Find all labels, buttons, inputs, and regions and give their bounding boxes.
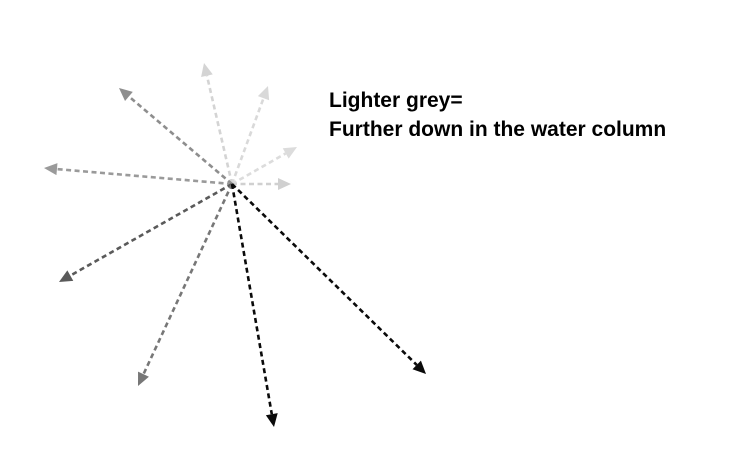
arrow-right [232,178,291,190]
arrow-up-left [119,88,233,185]
arrow-right-up-shaft [231,152,287,186]
arrow-down-left-steep [138,183,234,386]
arrow-right-head [278,178,291,190]
legend: Lighter grey= Further down in the water … [329,86,666,144]
arrow-right-up-head [282,147,297,159]
arrow-layer [44,63,426,427]
arrow-down-left-head [59,270,74,282]
arrow-down-right-shaft [231,183,418,366]
arrow-up-right [230,86,270,185]
arrow-up [201,63,234,185]
arrow-left-shaft [56,167,233,186]
arrow-right-up [231,147,297,186]
arrow-up-left-head [119,88,133,101]
arrow-up-head [201,63,213,78]
arrow-up-left-shaft [128,95,233,185]
arrow-left [44,163,233,186]
arrow-up-shaft [205,75,234,185]
arrow-up-right-head [257,86,270,101]
arrow-down-left-shaft [69,182,233,277]
arrow-down-left [59,182,233,282]
arrow-left-head [44,163,58,176]
arrow-down-right [231,183,426,374]
arrow-up-right-shaft [230,97,265,185]
legend-line-1: Lighter grey= [329,89,463,112]
arrow-down [230,183,278,427]
arrow-down-head [265,413,278,427]
arrow-down-right-head [412,360,426,374]
legend-line-2: Further down in the water column [329,118,667,141]
arrow-down-left-steep-head [138,371,149,386]
arrow-down-shaft [230,183,274,415]
arrow-down-left-steep-shaft [142,183,234,375]
